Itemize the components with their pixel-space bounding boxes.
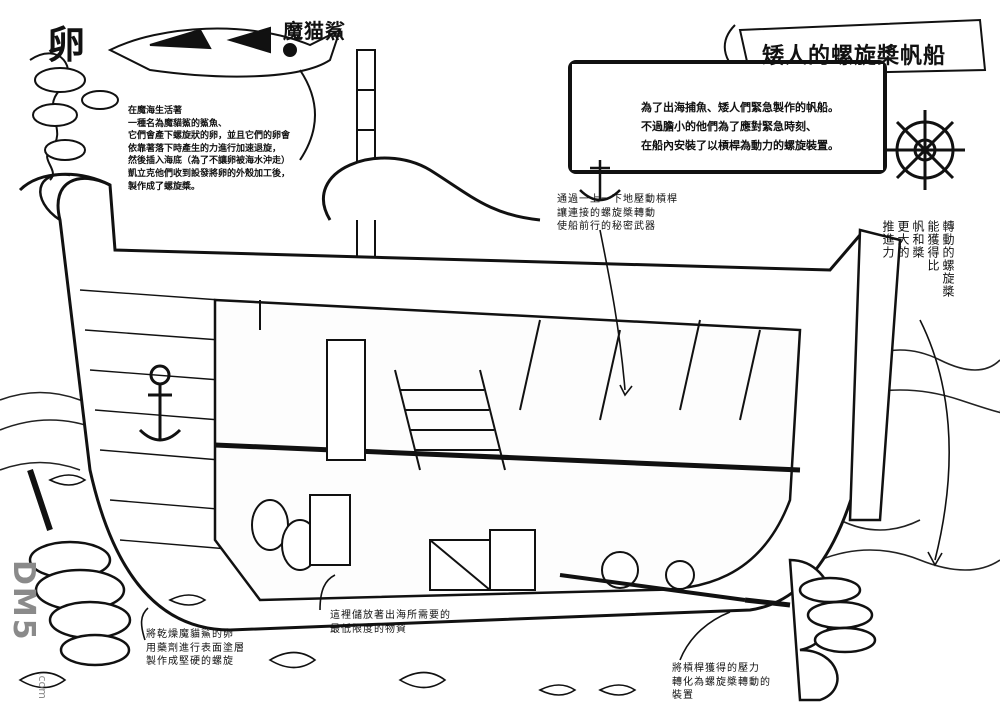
watermark: DM5 .com [6,560,49,710]
shark-title: 魔猫鯊 [283,19,346,43]
shark-description: 在魔海生活著 一種名為魔貓鯊的鯊魚、 它們會產下螺旋狀的卵，並且它們的卵會 依靠… [128,106,291,192]
rope-frame [568,60,887,174]
watermark-domain: .com [36,672,49,699]
egg-title: 卵 [47,23,86,67]
demon-cat-shark [107,26,342,161]
transfer-device-annotation: 將槓桿獲得的壓力 轉化為螺旋槳轉動的 裝置 [672,663,771,701]
fish [18,474,637,696]
shark-eggs [29,52,119,181]
propeller-power-annotation: 轉動的螺旋槳 能獲得比 帆和槳 更大的 推進力 [881,220,955,298]
storage-annotation: 這裡儲放著出海所需要的 最低限度的物資 [330,610,451,635]
pointer-arrows [140,229,950,661]
anchor-drawing [579,160,621,202]
tentacle [322,156,541,222]
ship-description: 為了出海捕魚、矮人們緊急製作的帆船。 不過膽小的他們為了應對緊急時刻、 在船內安… [641,101,839,152]
lever-annotation: 通過一上一下地壓動槓桿 讓連接的螺旋槳轉動 使船前行的秘密武器 [557,194,678,232]
ship-interior [138,298,802,602]
page-title: 矮人的螺旋槳帆船 [762,44,947,69]
ship-wheel [885,110,965,190]
watermark-text: DM5 [6,560,41,642]
screw-egg [27,469,132,667]
spiral-propeller [744,558,877,702]
screw-annotation: 將乾燥魔貓鯊的卵 用藥劑進行表面塗層 製作成堅硬的螺旋 [146,629,245,667]
rudder [848,228,902,522]
